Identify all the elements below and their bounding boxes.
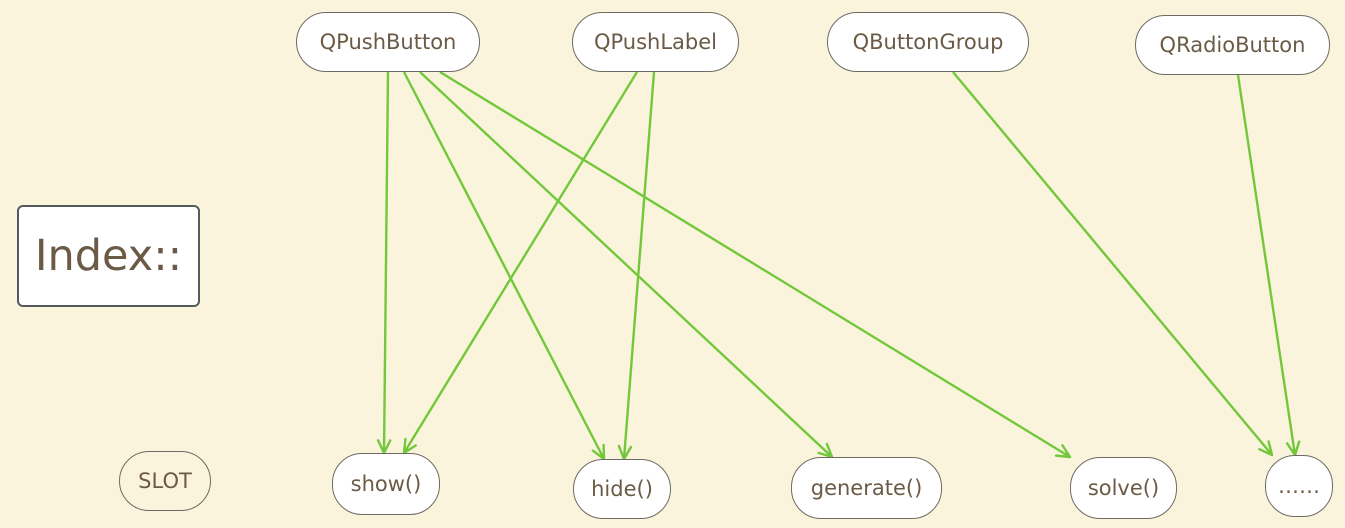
slot-node-more: ……: [1265, 455, 1333, 517]
index-title: Index::: [34, 231, 183, 281]
arrowhead-qpushbutton-to-show: [376, 439, 392, 455]
node-label: generate(): [810, 476, 923, 500]
edge-qpushlabel-to-hide: [622, 71, 656, 460]
node-label: QRadioButton: [1159, 33, 1306, 57]
node-label: show(): [350, 472, 422, 496]
edge-qradiobutton-to-more: [1236, 74, 1297, 456]
edge-qpushbutton-to-solve: [439, 70, 1071, 459]
arrowhead-qpushbutton-to-hide: [591, 443, 606, 461]
node-label: QButtonGroup: [852, 30, 1004, 54]
arrowhead-qradiobutton-to-more: [1285, 440, 1301, 457]
slot-node-solve: solve(): [1070, 457, 1177, 519]
edge-qpushbutton-to-generate: [419, 71, 833, 458]
edge-qbuttongroup-to-more: [952, 71, 1273, 456]
edge-qpushlabel-to-show: [402, 71, 639, 454]
node-label: QPushButton: [319, 30, 457, 54]
slot-node-hide: hide(): [573, 459, 671, 519]
arrowhead-qpushbutton-to-generate: [817, 442, 834, 459]
slot-node-generate: generate(): [791, 457, 942, 519]
arrowhead-qpushlabel-to-hide: [617, 444, 633, 461]
edge-qpushbutton-to-hide: [402, 71, 606, 460]
index-title-box: Index::: [17, 205, 200, 307]
slot-label-text: SLOT: [138, 469, 192, 493]
node-label: QPushLabel: [593, 30, 718, 54]
node-label: ……: [1278, 474, 1320, 498]
node-label: hide(): [591, 477, 653, 501]
arrowhead-qpushlabel-to-show: [402, 437, 417, 455]
slot-node-show: show(): [332, 453, 440, 515]
node-label: solve(): [1087, 476, 1160, 500]
source-node-qpushlabel: QPushLabel: [572, 12, 739, 72]
arrowhead-qpushbutton-to-solve: [1054, 444, 1072, 459]
source-node-qradiobutton: QRadioButton: [1135, 15, 1330, 75]
edge-qpushbutton-to-show: [382, 71, 390, 454]
arrowhead-qbuttongroup-to-more: [1258, 440, 1274, 457]
source-node-qpushbutton: QPushButton: [296, 12, 480, 72]
slot-category-label: SLOT: [119, 451, 211, 511]
source-node-qbuttongroup: QButtonGroup: [827, 12, 1029, 72]
